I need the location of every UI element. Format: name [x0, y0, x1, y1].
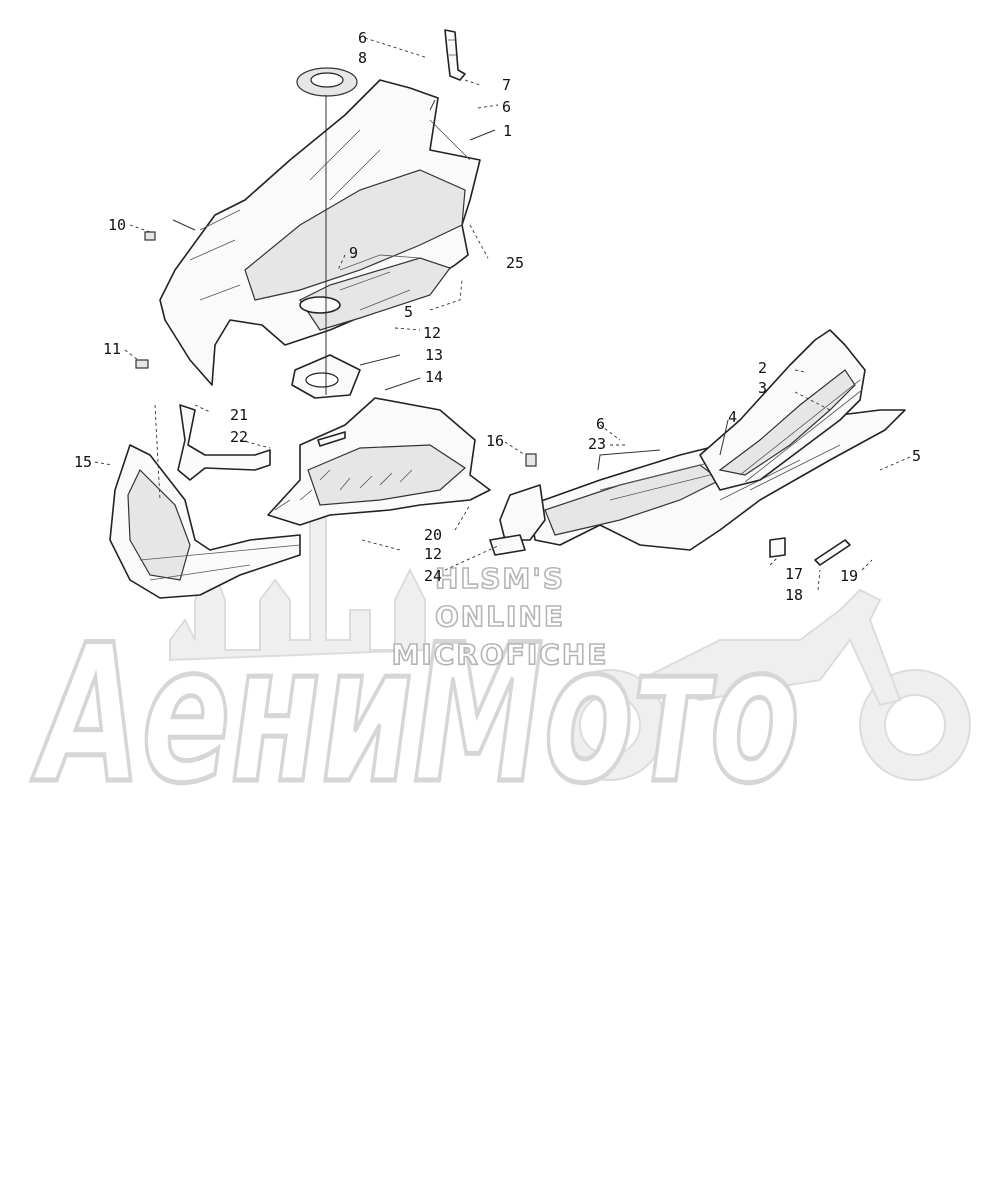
part-22-bracket: [177, 404, 271, 481]
part-10-rivet: [144, 231, 156, 241]
callout-12-upper: 12: [423, 324, 441, 342]
watermark-line3: MICROFICHE: [392, 638, 609, 671]
callout-23: 23: [588, 435, 606, 453]
callout-6-right: 6: [502, 98, 511, 116]
hardware-rivets: [135, 231, 537, 467]
callout-25: 25: [506, 254, 524, 272]
watermark-line2: ONLINE: [435, 600, 565, 633]
callout-labels: 6 8 7 6 1 10 9 25 5 12 11 13 14 2 3 21 4…: [74, 29, 921, 604]
watermark-motorcycle: [554, 588, 971, 781]
part-1-upper-console: [159, 79, 481, 386]
callout-9: 9: [349, 244, 358, 262]
callout-16: 16: [486, 432, 504, 450]
part-2-rear-panel: [699, 329, 866, 491]
part-19-strip: [814, 539, 851, 566]
part-7-bracket: [444, 29, 466, 81]
callout-5-upper: 5: [404, 303, 413, 321]
part-17-clip: [769, 537, 786, 558]
watermark-line1: HLSM'S: [435, 562, 565, 595]
callout-7: 7: [502, 76, 511, 94]
callout-17: 17: [785, 565, 803, 583]
callout-3: 3: [758, 379, 767, 397]
callout-13: 13: [425, 346, 443, 364]
part-11-rivet: [135, 359, 149, 369]
callout-10: 10: [108, 216, 126, 234]
callout-4: 4: [728, 408, 737, 426]
callout-21: 21: [230, 406, 248, 424]
callout-1: 1: [503, 122, 512, 140]
callout-20: 20: [424, 526, 442, 544]
callout-22: 22: [230, 428, 248, 446]
callout-24: 24: [424, 567, 442, 585]
watermark: АениМото HLSM'S ONLINE MICROFICHE: [29, 497, 971, 828]
callout-5-right: 5: [912, 447, 921, 465]
callout-12-lower: 12: [424, 545, 442, 563]
part-15-nose-pan: [109, 444, 301, 599]
part-16-rivet: [525, 453, 537, 467]
callout-6-mid: 6: [596, 415, 605, 433]
callout-18: 18: [785, 586, 803, 604]
callout-11: 11: [103, 340, 121, 358]
part-8-grommet: [296, 67, 358, 97]
leader-lines: [94, 37, 911, 591]
callout-19: 19: [840, 567, 858, 585]
callout-2: 2: [758, 359, 767, 377]
part-14-floor-tray: [267, 397, 491, 526]
watermark-logo: АениМото: [31, 604, 800, 825]
callout-15: 15: [74, 453, 92, 471]
callout-8: 8: [358, 49, 367, 67]
callout-6-top: 6: [358, 29, 367, 47]
callout-14: 14: [425, 368, 443, 386]
part-4-tunnel: [489, 409, 906, 556]
